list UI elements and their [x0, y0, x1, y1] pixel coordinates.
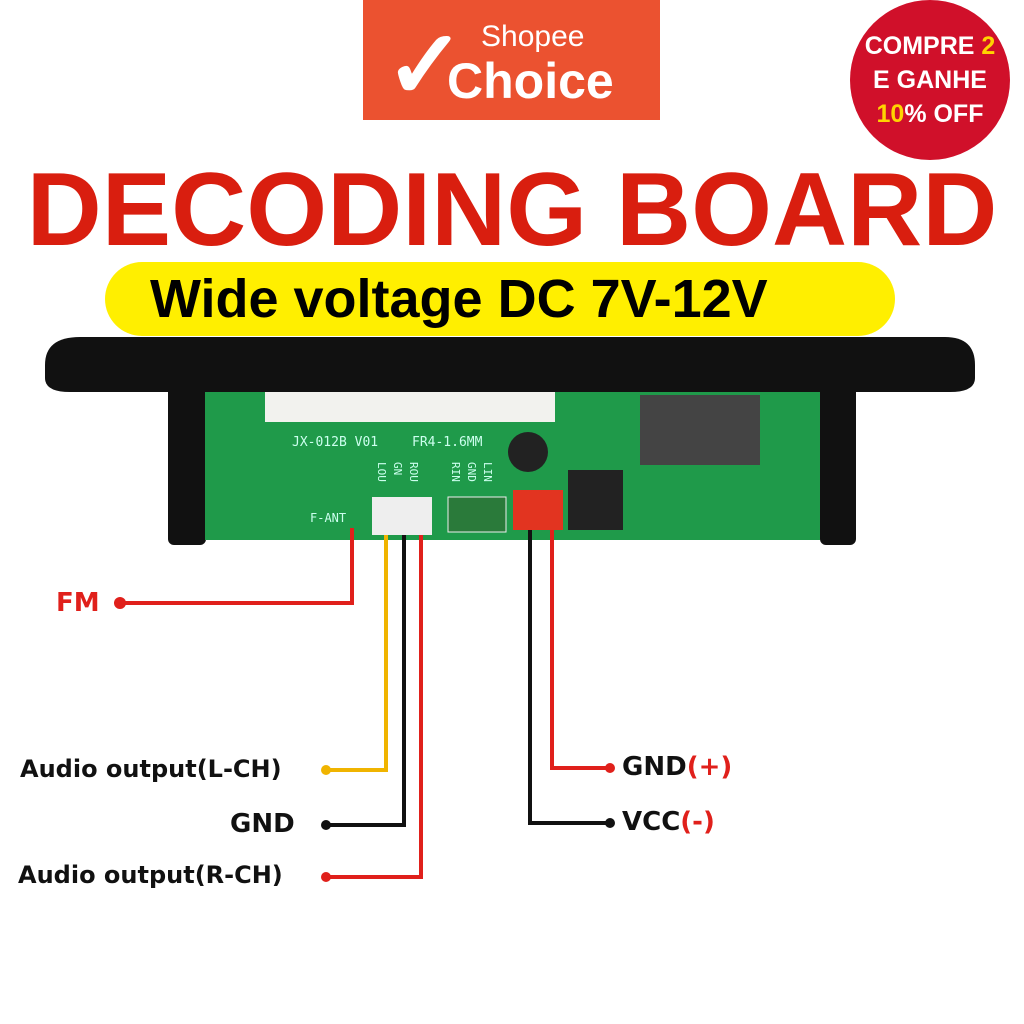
brand-small: Shopee: [481, 20, 585, 53]
shopee-choice-logo: ✓ Shopee Choice: [363, 0, 660, 120]
pin-label-rin: RIN: [449, 462, 462, 482]
check-icon: ✓: [385, 12, 466, 119]
usb-port: [640, 395, 760, 465]
plus-sign: (+): [686, 752, 733, 782]
vcc-dot: [605, 818, 615, 828]
fm-dot: [114, 597, 126, 609]
input-header: [447, 496, 507, 533]
gnd-wire: [326, 535, 406, 827]
audio-r-label: Audio output(R-CH): [18, 861, 283, 889]
title: DECODING BOARD: [26, 152, 998, 268]
gnd-label: GND: [230, 809, 295, 839]
gnd-plus-wire: [550, 530, 610, 770]
board-pcb: FR4-1.6MM: [412, 435, 483, 450]
audio-l-wire: [326, 535, 388, 772]
vcc-text: VCC: [622, 807, 681, 837]
board-ant: F-ANT: [310, 511, 346, 525]
front-panel: [45, 337, 975, 392]
audio-r-dot: [321, 872, 331, 882]
display-connector: [265, 392, 555, 422]
gnd-plus-label: GND(+): [622, 752, 732, 782]
promo-badge: COMPRE 2 E GANHE 10% OFF: [850, 0, 1010, 160]
voltage-banner: Wide voltage DC 7V-12V: [105, 262, 895, 336]
capacitor: [508, 432, 548, 472]
fm-wire: [120, 528, 354, 605]
gnd-dot: [321, 820, 331, 830]
pin-label-rou: ROU: [407, 462, 420, 482]
pin-label-gn: GN: [391, 462, 404, 475]
promo-text-2: E GANHE: [873, 66, 987, 94]
fm-label: FM: [56, 588, 100, 618]
promo-count: 2: [981, 32, 996, 60]
promo-text: COMPRE: [864, 32, 982, 60]
gnd-plus-text: GND: [622, 752, 687, 782]
vcc-label: VCC(-): [622, 807, 715, 837]
vcc-wire: [528, 530, 610, 825]
promo-percent: 10: [876, 100, 905, 128]
gnd-plus-dot: [605, 763, 615, 773]
power-connector: [513, 490, 563, 530]
pin-label-lin: LIN: [481, 462, 494, 482]
right-mount-leg: [820, 385, 856, 545]
audio-l-label: Audio output(L-CH): [20, 755, 282, 783]
pin-label-lou: LOU: [375, 462, 388, 482]
chip: [568, 470, 623, 530]
audio-r-wire: [326, 535, 423, 879]
pin-label-gnd: GND: [465, 462, 478, 482]
audio-connector: [372, 497, 432, 535]
board-model: JX-012B V01: [292, 435, 378, 450]
promo-off: % OFF: [904, 100, 984, 128]
voltage-text: Wide voltage DC 7V-12V: [150, 269, 768, 329]
left-mount-leg: [168, 385, 206, 545]
audio-l-dot: [321, 765, 331, 775]
brand-large: Choice: [447, 53, 614, 109]
minus-sign: (-): [680, 807, 715, 837]
